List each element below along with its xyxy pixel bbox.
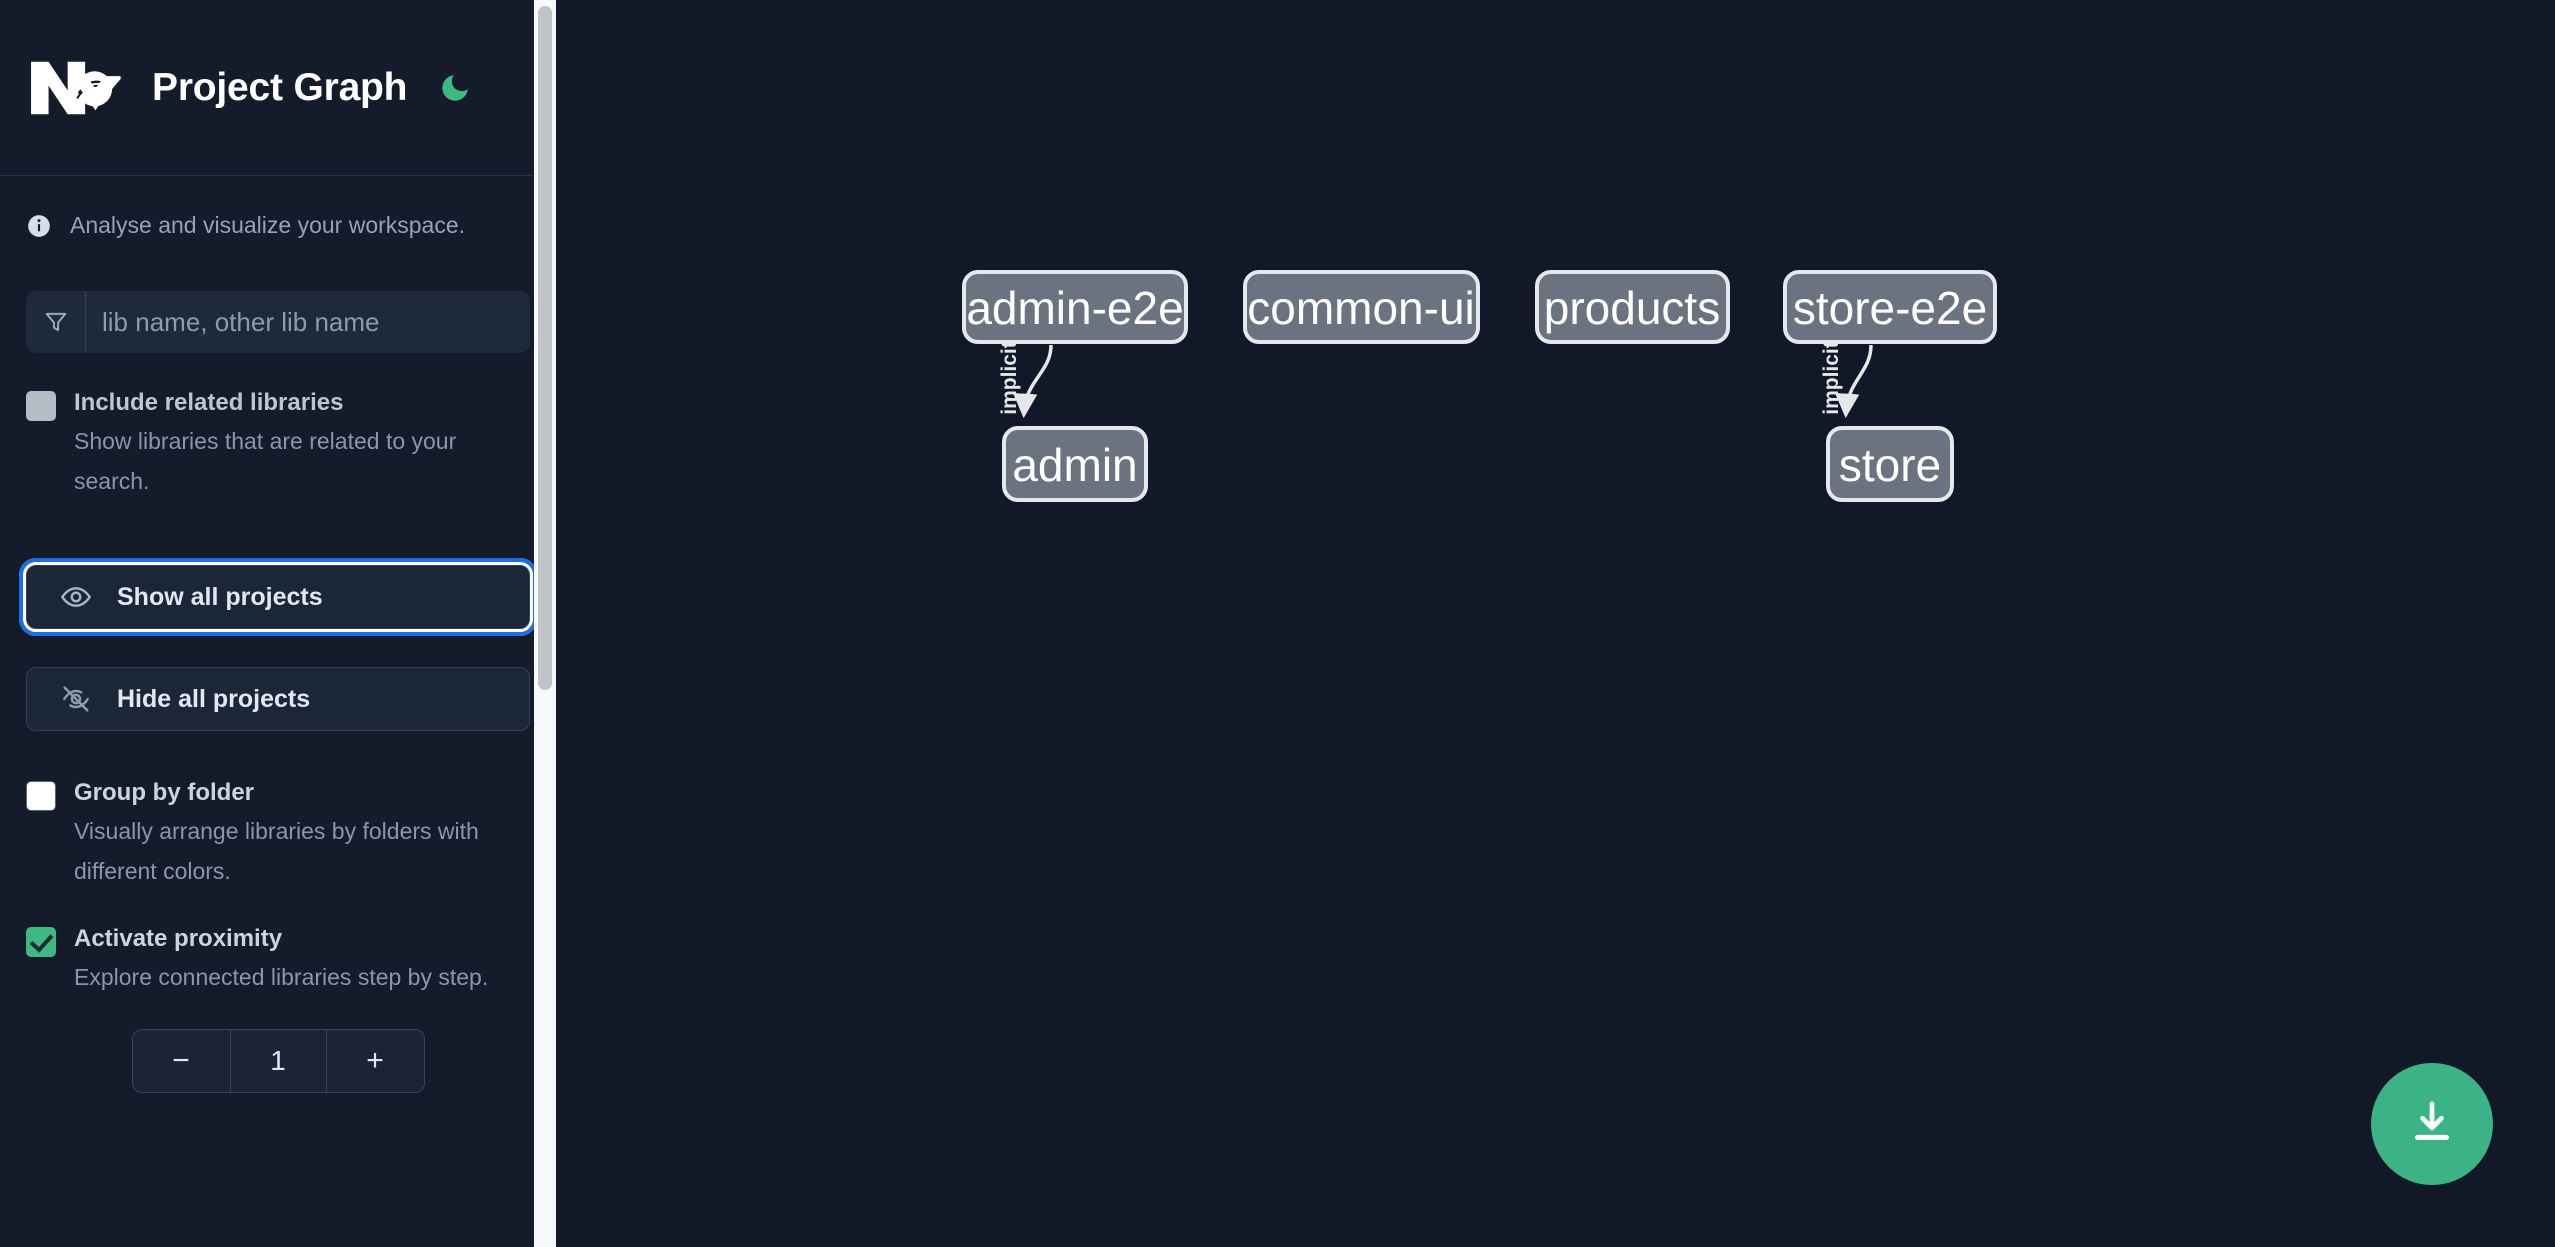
- search-field: [26, 291, 530, 353]
- graph-node-store-e2e-label: store-e2e: [1793, 282, 1987, 334]
- nx-logo-icon: [26, 57, 122, 119]
- graph-node-admin-label: admin: [1012, 439, 1137, 491]
- filter-funnel-icon: [26, 291, 86, 353]
- activate-proximity-checkbox[interactable]: [26, 927, 56, 957]
- download-graph-button[interactable]: [2371, 1063, 2493, 1185]
- proximity-stepper-wrap: − 1 +: [0, 1029, 556, 1093]
- graph-node-store-label: store: [1839, 439, 1941, 491]
- graph-node-common-ui[interactable]: common-ui: [1243, 270, 1480, 344]
- project-graph-svg: implicit implicit admin-e2e common-ui pr…: [962, 270, 1997, 502]
- include-related-libraries-label: Include related libraries: [74, 389, 344, 416]
- eye-slash-icon: [59, 682, 93, 716]
- proximity-increment-button[interactable]: +: [326, 1030, 424, 1092]
- group-by-folder-checkbox[interactable]: [26, 781, 56, 811]
- graph-node-common-ui-label: common-ui: [1247, 282, 1475, 334]
- proximity-value[interactable]: 1: [229, 1030, 327, 1092]
- activate-proximity-description: Explore connected libraries step by step…: [74, 964, 489, 990]
- hide-all-projects-button[interactable]: Hide all projects: [26, 667, 530, 731]
- page-title: Project Graph: [152, 65, 408, 109]
- option-include-related-libraries: Include related libraries Show libraries…: [0, 387, 556, 501]
- eye-icon: [59, 580, 93, 614]
- graph-node-admin[interactable]: admin: [1002, 426, 1148, 502]
- proximity-decrement-button[interactable]: −: [132, 1030, 230, 1092]
- tagline-text: Analyse and visualize your workspace.: [70, 212, 466, 238]
- edge-label-implicit-store: implicit: [1820, 341, 1843, 415]
- graph-canvas[interactable]: implicit implicit admin-e2e common-ui pr…: [556, 0, 2555, 1247]
- hide-all-projects-label: Hide all projects: [117, 684, 311, 713]
- show-all-projects-button[interactable]: Show all projects: [19, 558, 537, 636]
- option-activate-proximity: Activate proximity Explore connected lib…: [0, 923, 556, 997]
- sidebar-scrollbar-thumb[interactable]: [538, 6, 552, 690]
- sidebar-scroll-region: Project Graph Analyse and visualize yo: [0, 0, 556, 1247]
- show-all-projects-label: Show all projects: [117, 582, 323, 611]
- sidebar-header: Project Graph: [0, 0, 556, 176]
- option-group-by-folder: Group by folder Visually arrange librari…: [0, 777, 556, 891]
- include-related-libraries-description: Show libraries that are related to your …: [74, 428, 457, 494]
- graph-node-products-label: products: [1544, 282, 1720, 334]
- graph-node-products[interactable]: products: [1535, 270, 1730, 344]
- download-icon: [2405, 1096, 2459, 1153]
- proximity-stepper: − 1 +: [131, 1029, 425, 1093]
- graph-edge-store-e2e-store[interactable]: implicit: [1820, 341, 1873, 419]
- group-by-folder-description: Visually arrange libraries by folders wi…: [74, 818, 479, 884]
- search-input[interactable]: [86, 291, 530, 353]
- workspace-tagline: Analyse and visualize your workspace.: [0, 176, 556, 239]
- include-related-libraries-checkbox: [26, 391, 56, 421]
- moon-icon[interactable]: [435, 68, 475, 108]
- graph-node-admin-e2e-label: admin-e2e: [966, 282, 1183, 334]
- graph-node-store[interactable]: store: [1826, 426, 1954, 502]
- sidebar-scrollbar-track[interactable]: [534, 0, 556, 1247]
- activate-proximity-label: Activate proximity: [74, 925, 283, 952]
- graph-node-store-e2e[interactable]: store-e2e: [1783, 270, 1997, 344]
- edge-label-implicit-admin: implicit: [998, 341, 1021, 415]
- graph-node-admin-e2e[interactable]: admin-e2e: [962, 270, 1188, 344]
- info-icon: [26, 213, 52, 239]
- sidebar: Project Graph Analyse and visualize yo: [0, 0, 568, 1247]
- group-by-folder-label: Group by folder: [74, 779, 254, 806]
- graph-edge-admin-e2e-admin[interactable]: implicit: [998, 341, 1053, 419]
